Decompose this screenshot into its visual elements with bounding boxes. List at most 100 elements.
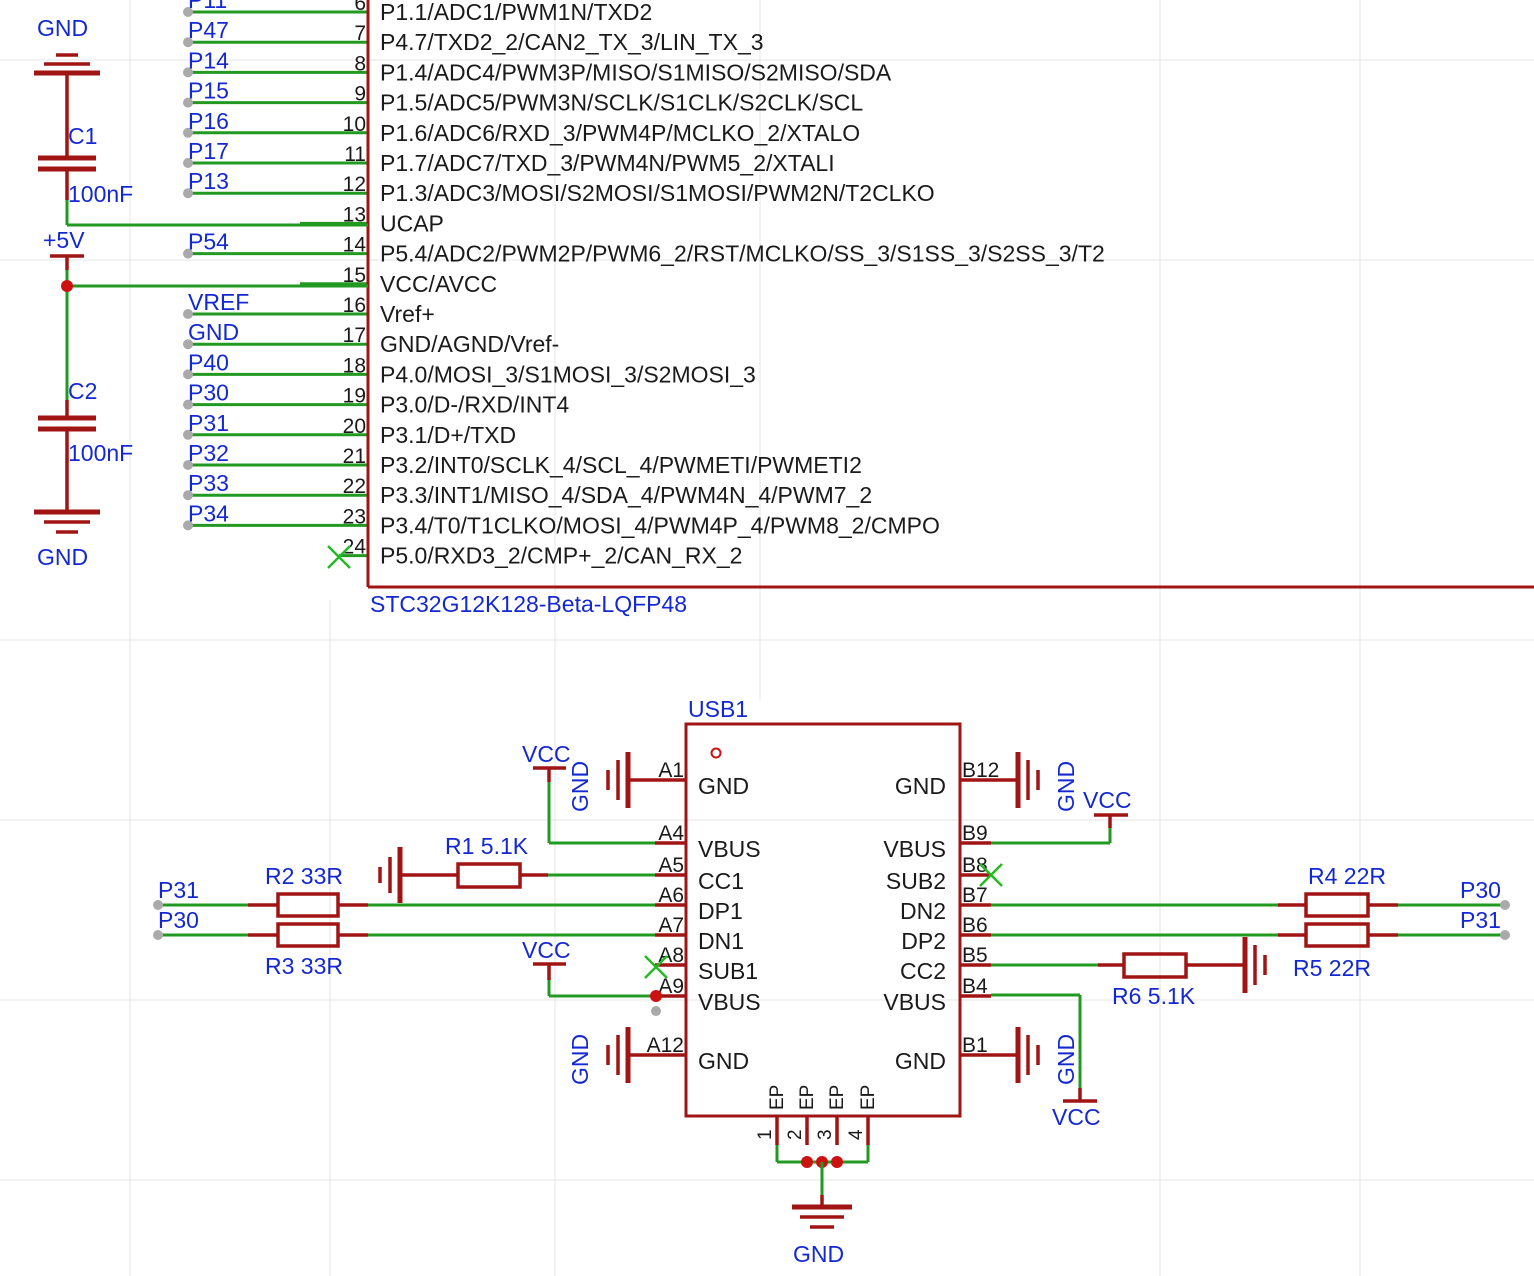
usb-ep-pin-number: 2 [785, 1129, 806, 1140]
p30-right-label: P30 [1460, 877, 1501, 903]
usb-left-pin-number: A1 [658, 759, 684, 782]
net-port-dot [183, 97, 193, 108]
usb-left-pin-name: DP1 [698, 898, 743, 924]
mcu-pin-name: Vref+ [380, 301, 435, 327]
usb-right-pin-name: VBUS [883, 989, 946, 1015]
no-connect-pin24 [327, 545, 351, 569]
ep-ground-net: GND [775, 1145, 870, 1267]
net-port-dot [183, 127, 193, 138]
usb-left-pin-number: A6 [658, 884, 684, 907]
mcu-pin-name: P3.3/INT1/MISO_4/SDA_4/PWM4N_4/PWM7_2 [380, 482, 872, 508]
usb-ep-pin-name: EP [858, 1085, 879, 1110]
vcc-a4-label: VCC [522, 741, 571, 767]
usb-right-pin-number: B9 [962, 822, 988, 845]
net-label: P14 [188, 47, 229, 73]
mcu-pin-name: P1.7/ADC7/TXD_3/PWM4N/PWM5_2/XTALI [380, 150, 835, 176]
mcu-body [366, 0, 1534, 589]
mcu-pin-number: 19 [343, 385, 366, 408]
mcu-pin-number: 12 [343, 173, 366, 196]
net-port-dot [183, 490, 193, 501]
mcu-pin-number: 15 [343, 264, 366, 287]
gnd-a1-label: GND [567, 761, 593, 812]
r5-label: R5 22R [1293, 955, 1371, 981]
usb-left-pin-name: VBUS [698, 836, 761, 862]
junction-dot [61, 280, 73, 292]
mcu-pin-name: P1.3/ADC3/MOSI/S2MOSI/S1MOSI/PWM2N/T2CLK… [380, 180, 935, 206]
usb-right-nets: GND VCC P30 R4 22R P31 R5 22R [979, 752, 1510, 1130]
mcu-pin-name: P3.1/D+/TXD [380, 422, 516, 448]
net-label: P40 [188, 349, 229, 375]
vcc-b4-label: VCC [1052, 1104, 1101, 1130]
net-label: P17 [188, 138, 229, 164]
usb-left-pins: A1GNDA4VBUSA5CC1A6DP1A7DN1A8SUB1A9VBUSA1… [647, 759, 761, 1074]
net-port-dot [183, 339, 193, 350]
gnd-ep-label: GND [793, 1241, 844, 1267]
net-port-dot [183, 248, 193, 259]
mcu-pin-number: 20 [343, 415, 366, 438]
pin1-marker [710, 747, 722, 759]
gnd-b12-label: GND [1053, 761, 1079, 812]
mcu-pin-number: 17 [343, 324, 366, 347]
net-port-dot [183, 37, 193, 48]
usb-ep-pin-number: 3 [815, 1129, 836, 1140]
mcu-pin-name: P1.6/ADC6/RXD_3/PWM4P/MCLKO_2/XTALO [380, 120, 860, 146]
mcu-pin-number: 9 [354, 83, 366, 106]
usb-right-pin-number: B7 [962, 884, 988, 907]
net-port-dot [183, 520, 193, 531]
usb-left-pin-name: CC1 [698, 868, 744, 894]
net-label: P33 [188, 470, 229, 496]
usb-right-pin-name: CC2 [900, 958, 946, 984]
mcu-pin-number: 11 [344, 143, 366, 166]
usb-left-pin-name: DN1 [698, 928, 744, 954]
usb-ep-pin-name: EP [827, 1085, 848, 1110]
usb-right-pin-name: SUB2 [886, 868, 946, 894]
usb-left-pin-name: GND [698, 1048, 749, 1074]
r6-label: R6 5.1K [1112, 983, 1196, 1009]
mcu-pin-name: VCC/AVCC [380, 271, 497, 297]
gnd-b1-label: GND [1053, 1034, 1079, 1085]
mcu-pin-number: 21 [343, 445, 366, 468]
usb-left-pin-name: VBUS [698, 989, 761, 1015]
usb-right-pins: B12GNDB9VBUSB8SUB2B7DN2B6DP2B5CC2B4VBUSB… [883, 759, 999, 1074]
usb-right-pin-number: B8 [962, 854, 988, 877]
mcu-pin-name: P1.1/ADC1/PWM1N/TXD2 [380, 0, 652, 25]
net-port-dot [183, 309, 193, 319]
usb-right-pin-number: B12 [962, 759, 999, 782]
usb-left-pin-number: A12 [647, 1034, 684, 1057]
mcu-pin-name: P1.4/ADC4/PWM3P/MISO/S1MISO/S2MISO/SDA [380, 59, 892, 85]
mcu-part-number: STC32G12K128-Beta-LQFP48 [370, 591, 687, 617]
c1-value: 100nF [68, 181, 133, 207]
usb-ep-pin-number: 4 [846, 1129, 867, 1140]
usb-left-pin-name: GND [698, 773, 749, 799]
net-port-dot [183, 188, 193, 199]
net-label: VREF [188, 289, 249, 315]
net-label: P34 [188, 500, 229, 526]
mcu-pin-name: P5.0/RXD3_2/CMP+_2/CAN_RX_2 [380, 543, 742, 569]
r2-label: R2 33R [265, 863, 343, 889]
usb-ref: USB1 [688, 696, 748, 722]
net-label: P32 [188, 440, 229, 466]
mcu-pin-name: P3.4/T0/T1CLKO/MOSI_4/PWM4P_4/PWM8_2/CMP… [380, 512, 940, 538]
mcu-pin-number: 7 [354, 22, 366, 45]
vcc-a9-label: VCC [522, 937, 571, 963]
c2-value: 100nF [68, 440, 133, 466]
mcu-pin-name: P1.5/ADC5/PWM3N/SCLK/S1CLK/S2CLK/SCL [380, 90, 863, 116]
c1-ref: C1 [68, 123, 97, 149]
usb-right-pin-name: DN2 [900, 898, 946, 924]
usb-right-pin-name: GND [895, 1048, 946, 1074]
mcu-pin-name: UCAP [380, 210, 444, 236]
c2-ref: C2 [68, 378, 97, 404]
usb-right-pin-number: B4 [962, 975, 988, 998]
mcu-pin-number: 10 [343, 113, 366, 136]
gnd-a12-label: GND [567, 1034, 593, 1085]
mcu-pin-number: 18 [343, 354, 366, 377]
usb-right-pin-name: DP2 [901, 928, 946, 954]
net-port-dot [183, 369, 193, 380]
gnd-top-label: GND [37, 15, 88, 41]
gnd-bottom-label: GND [37, 544, 88, 570]
usb-left-pin-number: A9 [658, 975, 684, 998]
mcu-pin-name: P4.0/MOSI_3/S1MOSI_3/S2MOSI_3 [380, 361, 756, 387]
usb-left-pin-name: SUB1 [698, 958, 758, 984]
mcu-pin-name: P3.0/D-/RXD/INT4 [380, 392, 569, 418]
